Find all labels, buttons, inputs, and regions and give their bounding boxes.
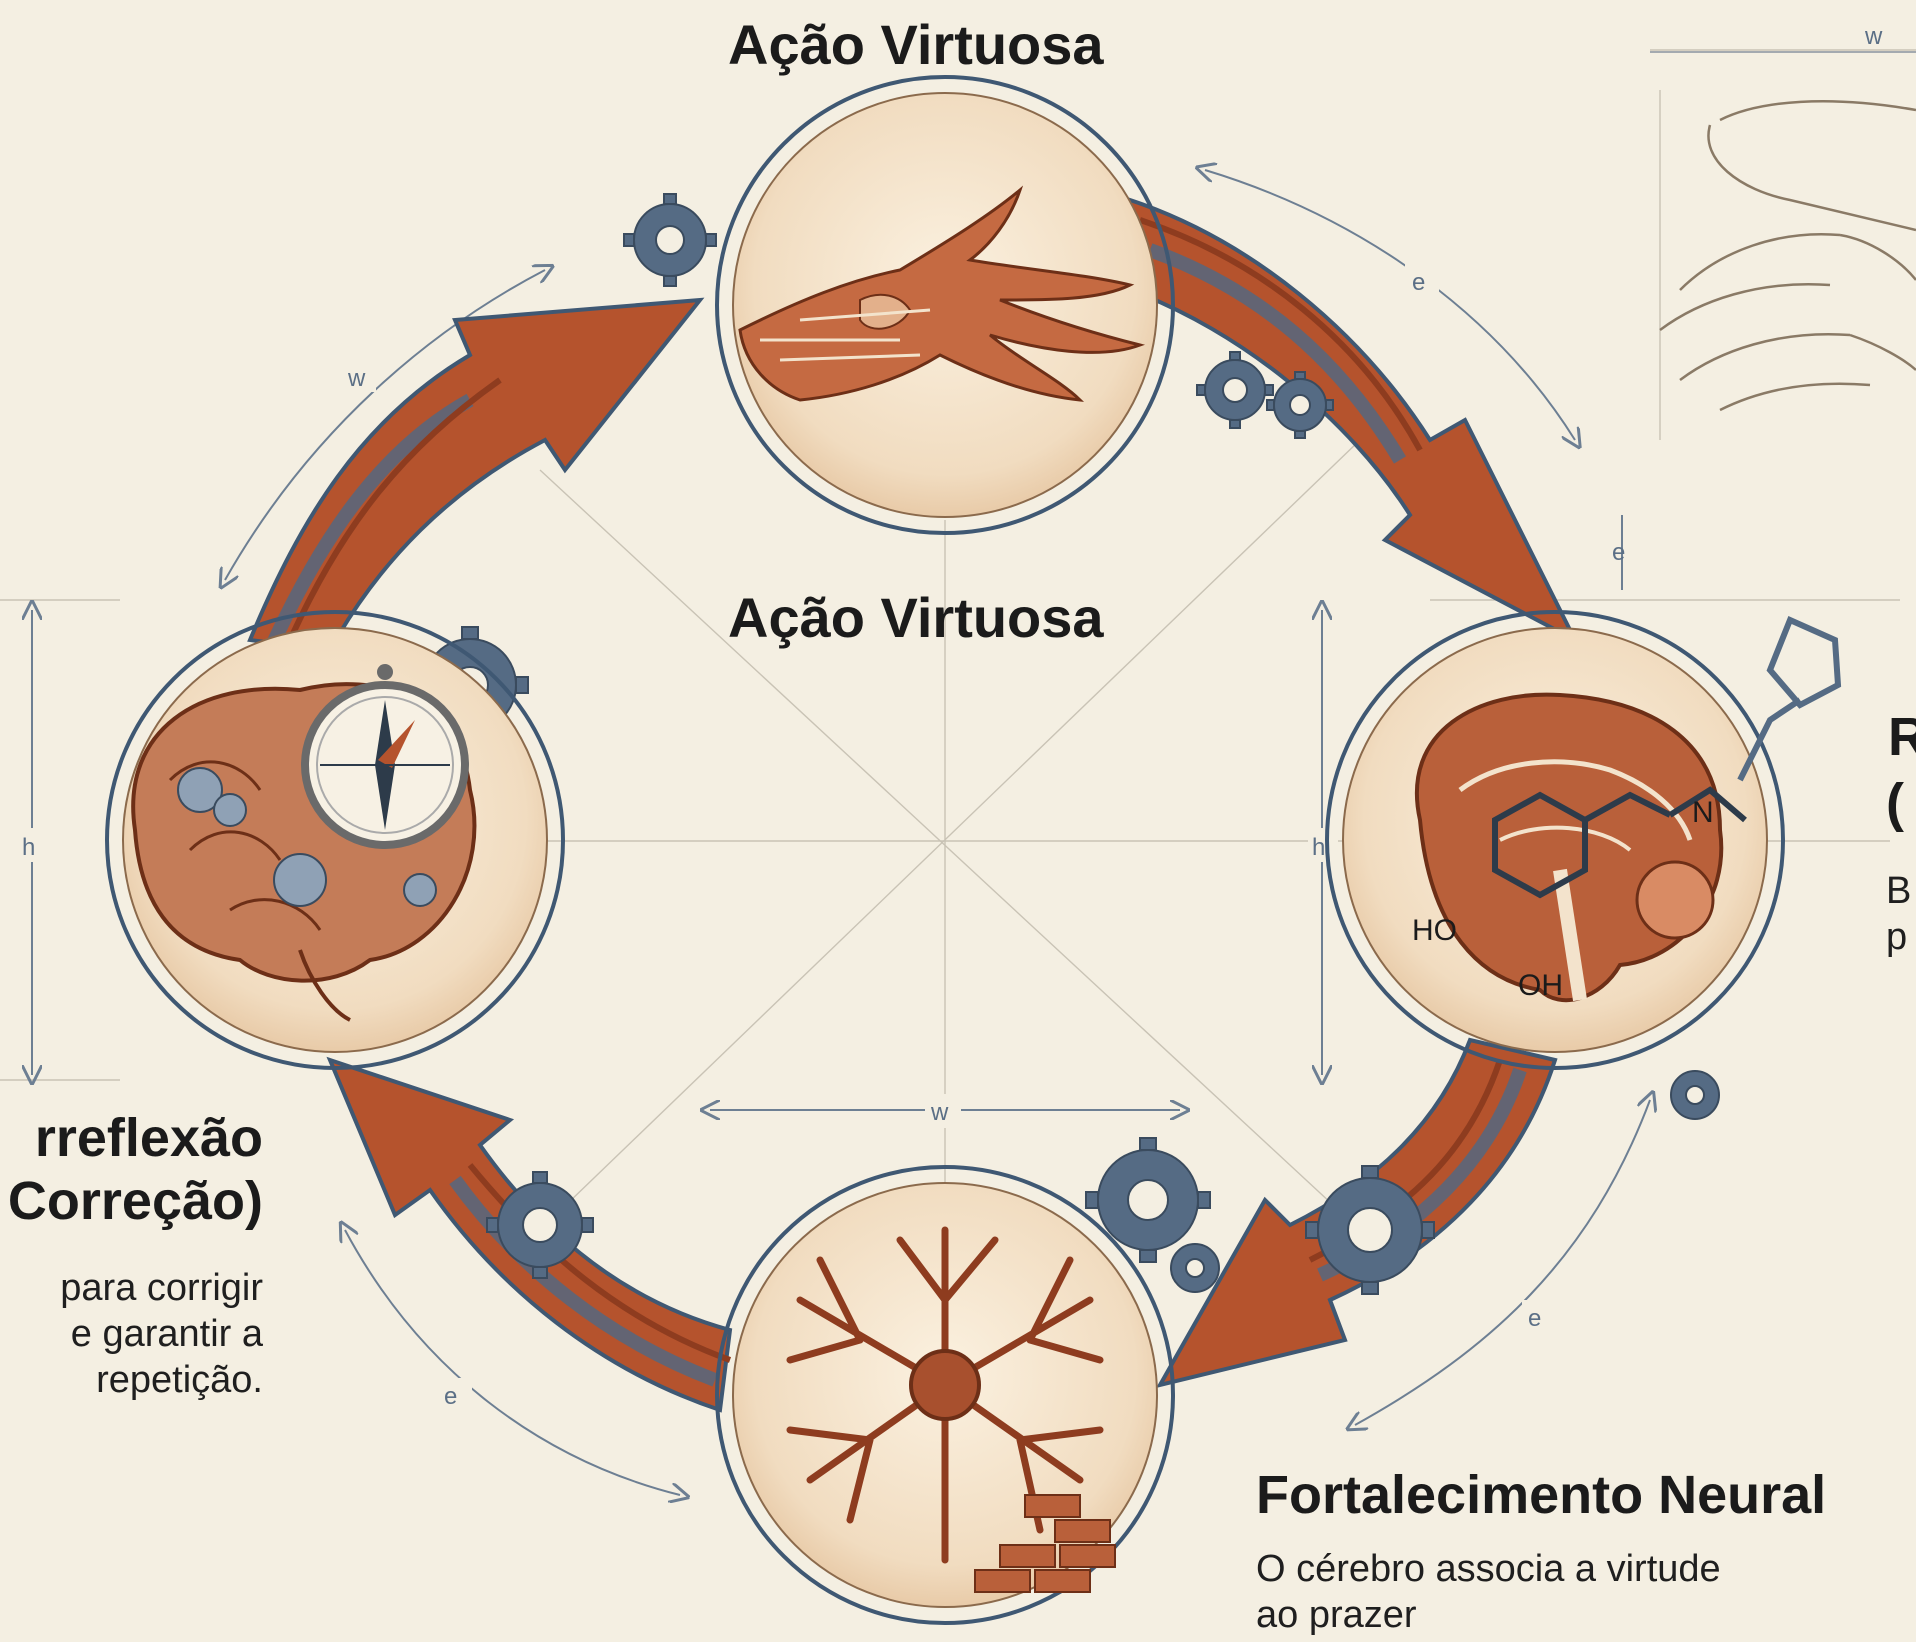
dim-label-e-right: e [1412,269,1425,296]
stage-subtitle-right: ( [1886,772,1904,834]
stage-right-reward: N HO OH [1327,612,1838,1068]
stage-title-left: rreflexão [35,1107,263,1169]
stage-title-right: R [1888,706,1916,768]
stage-description-right: B p [1886,868,1911,960]
hand-sketch-icon [1660,101,1916,410]
molecule-label-oh: OH [1518,969,1563,1002]
arrow-left-to-top [250,300,700,650]
stage-description-left: para corrigir e garantir a repetição. [0,1265,263,1403]
dim-label-w-bottom: w [930,1099,949,1126]
stage-description-bottom: O cérebro associa a virtude ao prazer [1256,1546,1896,1638]
stage-title-top: Ação Virtuosa [728,12,1104,77]
dim-label-h-left: h [22,834,35,861]
dim-label-e-vertical: e [1612,539,1625,566]
molecule-label-ho: HO [1412,914,1457,947]
description-line: p [1886,914,1911,960]
description-line: O cérebro associa a virtude [1256,1546,1896,1592]
gear-icon [624,194,716,286]
description-line: repetição. [0,1357,263,1403]
molecule-label-nitrogen: N [1692,796,1714,829]
dim-label-h-right: h [1312,834,1325,861]
description-line: B [1886,868,1911,914]
description-line: ao prazer [1256,1592,1896,1638]
description-line: e garantir a [0,1311,263,1357]
stage-subtitle-left: Correção) [8,1170,263,1232]
dim-label-w-top: w [347,365,366,392]
dim-label-e-bottomright: e [1528,1305,1541,1332]
center-label: Ação Virtuosa [728,585,1104,650]
description-line: para corrigir [0,1265,263,1311]
top-right-dimension: w [1650,23,1916,52]
arrow-top-to-right [1130,200,1575,640]
stage-bottom-neural-strengthening [717,1167,1173,1623]
gear-icon [1171,1244,1219,1292]
stage-top-virtuous-action [717,77,1173,533]
dim-label-w-topright: w [1864,23,1883,50]
stage-title-bottom: Fortalecimento Neural [1256,1464,1826,1526]
dim-label-e-bottomleft: e [444,1383,457,1410]
gear-icon [1671,1071,1719,1119]
